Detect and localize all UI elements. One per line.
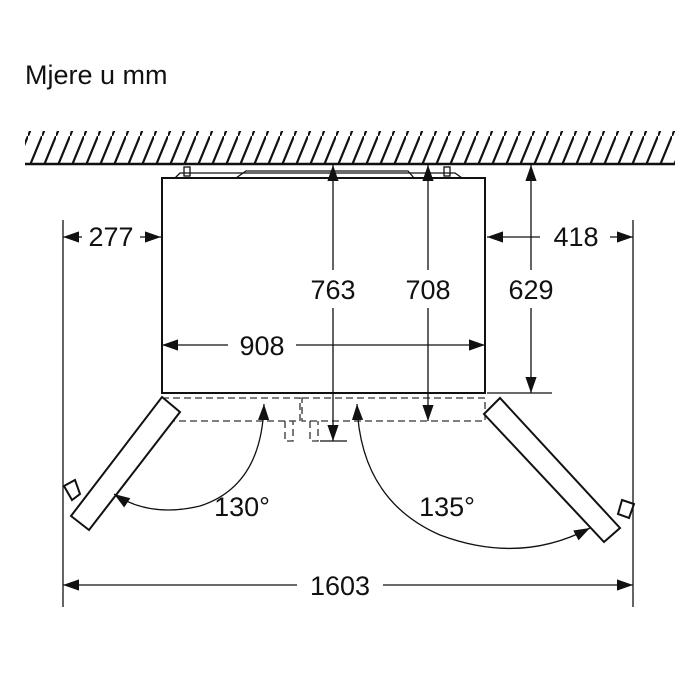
dim-depth-with-doors: 763 bbox=[310, 275, 355, 305]
right-door-angle: 135° bbox=[419, 492, 475, 522]
left-door-angle: 130° bbox=[214, 492, 270, 522]
fridge-body bbox=[161, 166, 486, 394]
wall bbox=[25, 131, 675, 166]
dim-right-clearance: 418 bbox=[553, 222, 598, 252]
dim-body-width: 908 bbox=[239, 331, 284, 361]
dim-total-width: 1603 bbox=[310, 571, 370, 601]
left-door-handle bbox=[62, 478, 82, 502]
dim-body-depth: 629 bbox=[508, 275, 553, 305]
right-door bbox=[482, 396, 636, 544]
right-door-handle bbox=[616, 498, 636, 520]
dim-left-clearance: 277 bbox=[88, 222, 133, 252]
dim-depth-to-doors: 708 bbox=[405, 275, 450, 305]
diagram-title: Mjere u mm bbox=[25, 60, 168, 90]
left-door-angle-arc bbox=[113, 403, 270, 511]
right-door-angle-arc bbox=[351, 403, 591, 550]
closed-doors-outline bbox=[161, 397, 486, 442]
